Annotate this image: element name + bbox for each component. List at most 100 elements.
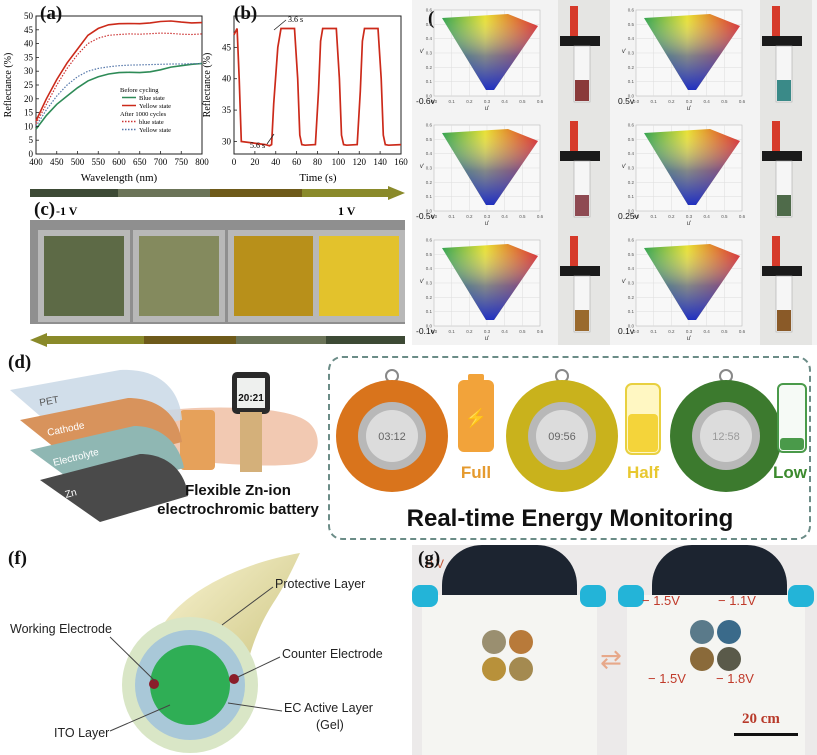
panel-c-gradient-bar-top [30, 186, 405, 200]
panel-f-ec-active [150, 645, 230, 725]
panel-g-glove-right-1 [618, 585, 644, 607]
panel-d-device-half-time: 09:56 [548, 431, 576, 443]
panel-e-utick: 0.4 [502, 99, 509, 104]
panel-g-pattern-left [482, 630, 534, 682]
panel-f-label-working: Working Electrode [10, 622, 112, 636]
panel-g-arrow-icon: ⇄ [600, 645, 622, 675]
panel-e-vtick: 0.3 [628, 51, 635, 56]
panel-d-level-half: Half [627, 463, 659, 482]
panel-e-utick: 0.6 [739, 99, 746, 104]
panel-e-vtick: 0.3 [628, 281, 635, 286]
panel-e-vial-5 [777, 310, 791, 331]
panel-d-battery-low-icon [777, 383, 807, 453]
panel-f-counter-electrode-dot [229, 674, 239, 684]
panel-d-level-full: Full [461, 463, 491, 482]
panel-f-label-counter: Counter Electrode [282, 647, 383, 661]
panel-e-utick: 0.6 [739, 214, 746, 219]
panel-e-utick: 0.2 [466, 329, 473, 334]
panel-d-level-low: Low [773, 463, 808, 482]
panel-e-vtick: 0.1 [628, 194, 635, 199]
panel-e-utick: 0.1 [449, 99, 456, 104]
panel-a-xtick-0: 400 [29, 157, 43, 167]
panel-g-voltage-2: − 1.1V [718, 593, 756, 608]
panel-a-ytick-2: 10 [24, 121, 34, 131]
panel-e-voltage-2: -0.5v [416, 211, 436, 221]
panel-e-vtick: 0.3 [628, 166, 635, 171]
panel-e-vtick: 0.6 [628, 123, 635, 128]
panel-e-utick: 0.1 [449, 329, 456, 334]
panel-b-annotation-top: 3.6 s [288, 15, 303, 24]
panel-a-label: (a) [40, 3, 63, 24]
panel-b-ytick-2: 40 [222, 74, 232, 84]
panel-b-xtick-6: 120 [353, 157, 367, 167]
panel-e-utick: 0.2 [668, 99, 675, 104]
panel-d-watch-time: 20:21 [238, 393, 264, 404]
panel-e-utick: 0.3 [686, 214, 693, 219]
panel-e-vtick: 0.0 [426, 324, 433, 329]
panel-e-vtick: 0.3 [426, 166, 433, 171]
panel-a-xtick-5: 650 [133, 157, 147, 167]
panel-e-vtick: 0.1 [426, 309, 433, 314]
panel-c-film-4 [313, 230, 405, 322]
panel-b-xtick-7: 140 [373, 157, 387, 167]
panel-a-legend-entry-0-1: Yellow state [139, 103, 171, 110]
panel-e-utick: 0.0 [633, 99, 640, 104]
panel-f-label-gel: (Gel) [316, 718, 344, 732]
panel-b-annotation-bottom: 5.6 s [250, 141, 265, 150]
panel-a-legend-entry-1-0: blue state [139, 119, 164, 126]
panel-e-axis-u: u' [485, 221, 489, 227]
panel-e-vtick: 0.0 [426, 94, 433, 99]
panel-e-vtick: 0.3 [426, 281, 433, 286]
panel-e-voltage-0: -0.6v [416, 96, 436, 106]
panel-d-device-low-time: 12:58 [712, 431, 740, 443]
panel-e-vtick: 0.6 [426, 123, 433, 128]
panel-d-device-full-time: 03:12 [378, 431, 406, 443]
panel-d-layer-zn [40, 454, 188, 522]
panel-c-photo [30, 220, 405, 324]
panel-d-layer-label-zn: Zn [64, 487, 78, 501]
panel-b-xtick-8: 160 [394, 157, 408, 167]
panel-e-utick: 0.0 [431, 329, 438, 334]
panel-g-voltage-1: − 1.5V [642, 593, 680, 608]
panel-f-label-ec: EC Active Layer [284, 701, 373, 715]
panel-e-vtick: 0.2 [426, 65, 433, 70]
panel-e-vtick: 0.2 [628, 180, 635, 185]
panel-e-axis-v: v' [622, 164, 626, 170]
panel-e-vtick: 0.5 [628, 137, 635, 142]
panel-b-label: (b) [234, 3, 258, 24]
panel-g-voltage-4: − 1.8V [716, 671, 754, 686]
panel-e-voltage-4: -0.1v [416, 326, 436, 336]
panel-c-film-1 [38, 230, 130, 322]
panel-e-utick: 0.5 [519, 99, 526, 104]
panel-a-legend-header-0: Before cycling [120, 87, 159, 94]
panel-b-annotation-top-arrow [273, 19, 287, 31]
panel-e-utick: 0.3 [484, 99, 491, 104]
panel-a-ytick-7: 35 [24, 52, 34, 62]
panel-f-label-protective: Protective Layer [275, 577, 365, 591]
panel-e-utick: 0.3 [484, 329, 491, 334]
panel-a-xtick-2: 500 [71, 157, 85, 167]
panel-e-utick: 0.1 [449, 214, 456, 219]
panel-e-vtick: 0.0 [628, 94, 635, 99]
panel-b-ytick-3: 45 [222, 42, 232, 52]
panel-e-axis-u: u' [687, 336, 691, 342]
panel-a-series-2 [35, 32, 203, 124]
panel-a-ytick-8: 40 [24, 39, 34, 49]
panel-c-voltage-left: -1 V [56, 204, 78, 218]
panel-b-xtick-2: 40 [271, 157, 281, 167]
panel-g-pattern-right [690, 620, 742, 672]
panel-a-legend-entry-0-0: Blue state [139, 95, 165, 102]
panel-c-film-2 [133, 230, 225, 322]
panel-e-axis-v: v' [420, 279, 424, 285]
panel-a-ytick-0: 0 [29, 149, 34, 159]
panel-e-utick: 0.6 [537, 329, 544, 334]
panel-b-annotation-bottom-arrow [266, 133, 275, 145]
panel-e-utick: 0.2 [668, 329, 675, 334]
panel-a-xtick-7: 750 [175, 157, 189, 167]
panel-e-utick: 0.2 [466, 214, 473, 219]
panel-a-series-1 [35, 20, 203, 122]
